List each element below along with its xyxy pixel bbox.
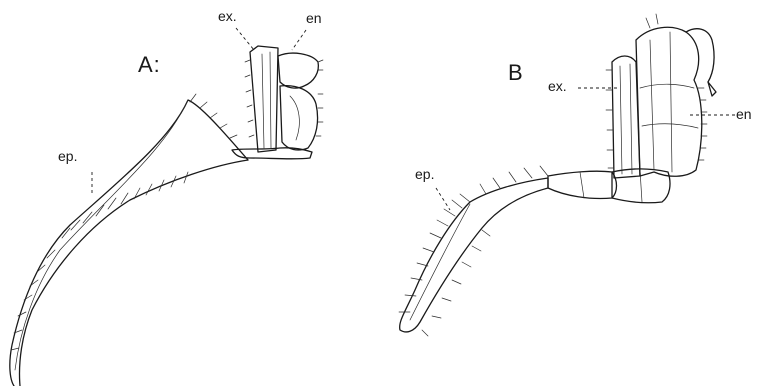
figure-b-exopodite [606, 56, 640, 178]
figure-b-protopodite [548, 169, 670, 203]
figure-b-endopodite [636, 14, 716, 176]
figure-a-endopodite-label: en [306, 10, 322, 26]
figure-b-drawing [399, 14, 716, 336]
figure-b-endopodite-label: en [736, 106, 752, 122]
figure-a-exopodite-label: ex. [218, 8, 237, 24]
figure-b-label: B [508, 60, 524, 86]
figure-a-epipodite [10, 94, 248, 386]
figure-b-exopodite-label: ex. [548, 78, 567, 94]
figure-b-epipodite-label: ep. [415, 166, 434, 182]
figure-a-drawing [10, 46, 323, 386]
figure-b-epipodite [399, 166, 548, 336]
figure-a-endopodite [278, 53, 323, 150]
figure-a-epipodite-label: ep. [58, 148, 77, 164]
figure-a-label: A: [138, 52, 161, 78]
figure-a-exopodite [245, 46, 278, 152]
